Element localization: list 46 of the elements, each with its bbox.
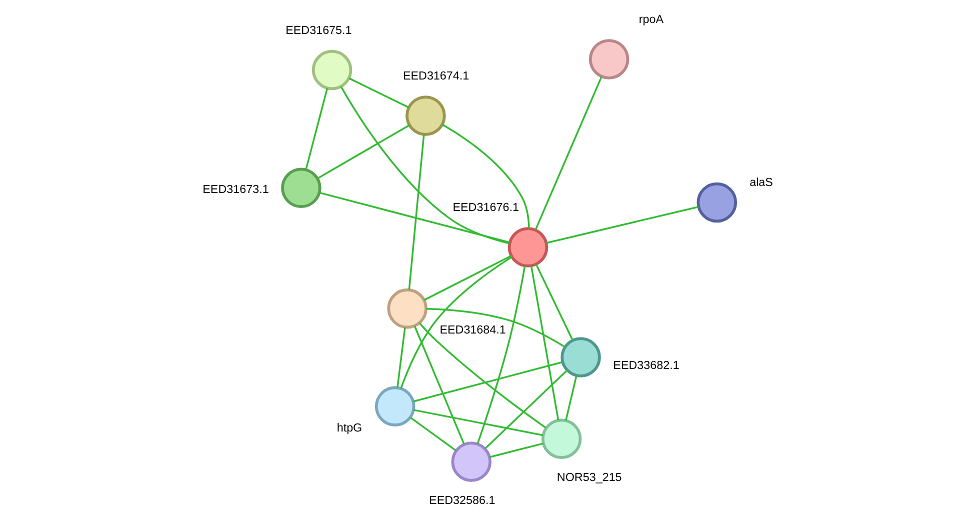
node-circle [374, 386, 415, 426]
connector [396, 326, 406, 388]
node-label: EED31673.1 [202, 182, 268, 196]
node-label: EED31676.1 [452, 200, 518, 214]
node-label: EED31675.1 [285, 23, 352, 36]
connector [488, 442, 544, 458]
connector [534, 263, 573, 340]
connector [318, 191, 510, 243]
connector [413, 325, 464, 444]
connector [418, 322, 546, 428]
node-circle [696, 182, 737, 222]
node-label: htpG [336, 421, 362, 434]
node-label: EED31684.1 [439, 322, 506, 336]
node-circle [450, 441, 491, 482]
node-circle [560, 336, 600, 377]
node-label: rpoA [638, 12, 664, 26]
connector [316, 124, 410, 179]
connector [530, 265, 559, 420]
node-label: alaS [749, 175, 772, 188]
node-label: NOR53_215 [556, 470, 622, 484]
connector [476, 265, 526, 444]
node-circle [588, 38, 629, 79]
connector [409, 416, 456, 451]
node-circle [405, 95, 446, 136]
node-circle [311, 49, 352, 90]
connector [412, 360, 562, 402]
connector [546, 206, 698, 244]
connector [408, 134, 424, 290]
connector [426, 307, 565, 348]
connector [400, 256, 512, 388]
node-label: EED32586.1 [428, 493, 495, 506]
connector [412, 408, 543, 436]
connector [564, 375, 577, 420]
connector [441, 123, 530, 228]
connector [484, 369, 568, 449]
node-circle [280, 167, 321, 208]
connector [340, 86, 510, 244]
node-label: EED33682.1 [612, 358, 679, 372]
node-circle [386, 288, 427, 328]
node-circle [507, 226, 548, 267]
connector [534, 76, 602, 230]
connector [348, 77, 408, 108]
node-label: EED31674.1 [402, 68, 469, 82]
node-circle [540, 418, 582, 458]
connector [423, 254, 511, 300]
connector [304, 88, 328, 170]
